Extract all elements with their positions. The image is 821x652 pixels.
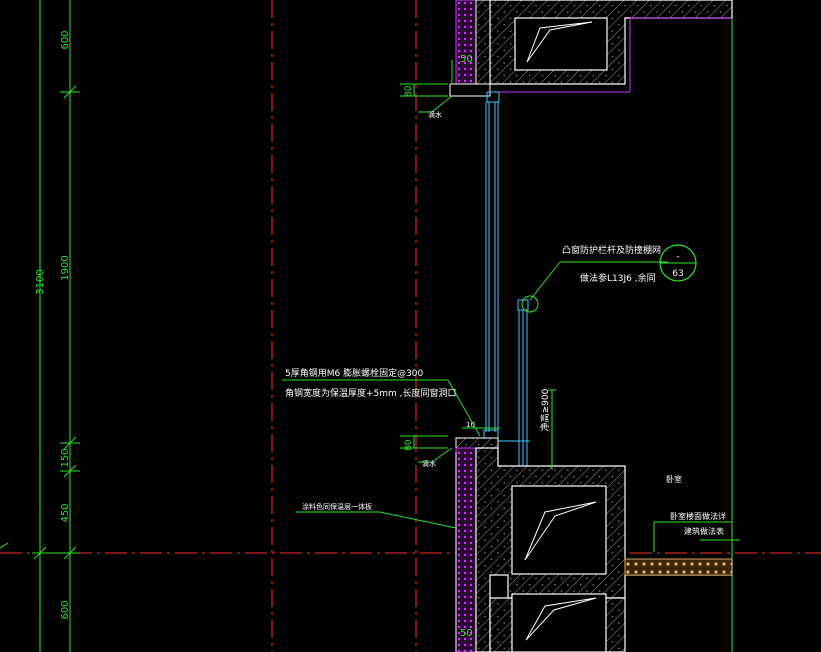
floor-note-line1: 卧室楼面做法详: [670, 511, 726, 521]
sill-bottom-label: 滴水: [422, 459, 436, 468]
floor-note-line2: 建筑做法表: [684, 526, 724, 536]
angle-note-line2: 角钢宽度为保温厚度+5mm ,长度同窗洞口: [285, 387, 457, 399]
railing-note-line1: 凸窗防护栏杆及防撞棚网: [562, 244, 661, 256]
dim-segment-label: 150: [60, 448, 71, 467]
wall-note: 涂料色同保温层一体板: [302, 502, 372, 511]
dim-segment-label: 600: [60, 600, 71, 619]
railing: [498, 299, 530, 475]
dim-50-top-label: 50: [460, 54, 473, 65]
window-frame: [483, 91, 500, 443]
dim-segment-label: 600: [60, 30, 71, 49]
room-label: 卧室: [666, 474, 682, 484]
dim-total-label: 3100: [35, 269, 46, 294]
dim-80-bottom-label: 80: [404, 439, 414, 451]
dim-10-label: 10: [466, 421, 475, 429]
local-dimensions: [400, 60, 556, 470]
detail-callout: - 63: [659, 244, 697, 282]
railing-height-label: 净高≥900: [539, 388, 551, 431]
railing-leader: [521, 261, 668, 313]
angle-leader: [282, 379, 481, 437]
left-dimension-chain: [0, 0, 80, 652]
wall-note-leader: [296, 511, 457, 529]
detail-callout-top: -: [676, 252, 679, 262]
reference-lines: [700, 0, 740, 652]
angle-note-line1: 5厚角钢用M6 膨胀螺栓固定@300: [285, 367, 424, 379]
upper-wall-section: [449, 0, 733, 97]
detail-callout-bottom: 63: [672, 269, 683, 279]
dim-80-top-label: 80: [404, 85, 414, 97]
sill-leaders: [418, 95, 453, 463]
floor-note-leader: [653, 521, 732, 552]
dim-50-bottom-label: 50: [460, 628, 473, 639]
lower-wall-section: [455, 437, 733, 652]
dim-segment-label: 1900: [60, 255, 71, 280]
sill-top-label: 滴水: [428, 110, 442, 119]
dim-segment-label: 450: [60, 503, 71, 522]
railing-note-line2: 做法参L13J6 ,余同: [580, 272, 656, 284]
